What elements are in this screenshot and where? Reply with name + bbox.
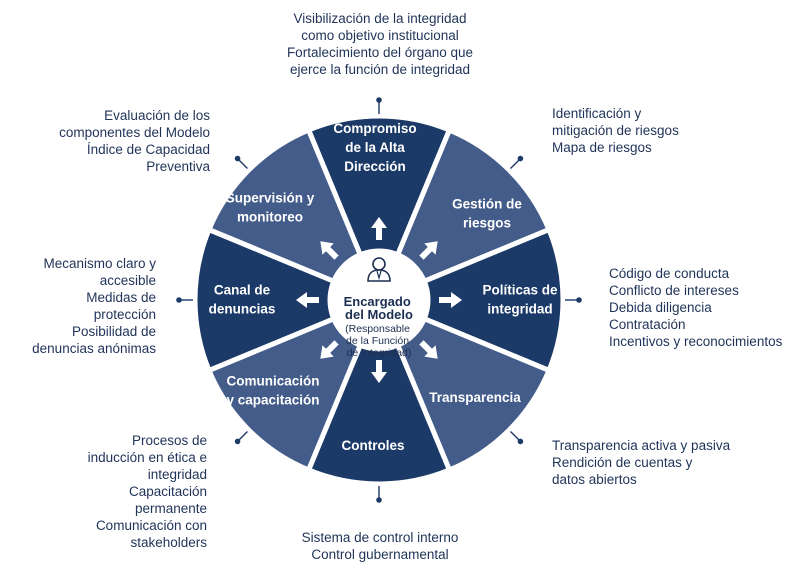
annotation-line: Visibilización de la integridad xyxy=(293,11,467,26)
annotation-line: Medidas de xyxy=(86,290,156,305)
center-circle xyxy=(327,248,431,352)
annotation-line: protección xyxy=(93,307,156,322)
segment-label-supervision: Supervisión y monitoreo xyxy=(226,191,315,225)
annotation-line: Conflicto de intereses xyxy=(609,283,739,298)
segment-label-line: Controles xyxy=(341,438,404,453)
annotation-line: Comunicación con xyxy=(95,518,207,533)
connector-dot-gestion xyxy=(517,155,524,162)
arrow-gestion xyxy=(419,241,438,260)
annotation-line: Debida diligencia xyxy=(609,300,712,315)
segment-label-canal: Canal de denuncias xyxy=(209,283,276,317)
segment-label-line: denuncias xyxy=(209,302,276,317)
center-subtitle-line: de Integridad) xyxy=(347,347,412,359)
segment-label-controles: Controles xyxy=(341,438,404,453)
segment-compromiso xyxy=(305,113,453,307)
arrow-supervision xyxy=(320,241,339,260)
center-title: Encargado del Modelo xyxy=(344,294,415,322)
center-subtitle-line: (Responsable xyxy=(345,323,410,335)
annotation-compromiso: Visibilización de la integridad como obje… xyxy=(200,10,560,78)
annotation-line: accesible xyxy=(99,273,156,288)
annotation-line: denuncias anónimas xyxy=(32,341,156,356)
center-title-line: Encargado xyxy=(344,294,411,309)
connector-dot-supervision xyxy=(234,155,241,162)
center-subtitle-line: de la Función xyxy=(346,335,409,347)
annotation-comunicacion: Procesos de inducción en ética e integrida… xyxy=(88,432,207,551)
annotation-line: permanente xyxy=(134,501,207,516)
segment-label-line: integridad xyxy=(487,302,552,317)
arrow-controles xyxy=(371,360,387,383)
annotation-line: como objetivo institucional xyxy=(301,28,459,43)
segment-label-gestion: Gestión de riesgos xyxy=(452,197,522,231)
segment-politicas xyxy=(372,226,566,374)
arrow-comunicacion xyxy=(320,340,339,359)
segment-label-line: riesgos xyxy=(463,216,511,231)
segment-label-comunicacion: Comunicación y capacitación xyxy=(226,374,319,408)
annotation-line: Rendición de cuentas y xyxy=(552,455,693,470)
connector-dot-politicas xyxy=(576,297,582,303)
segment-label-line: Canal de xyxy=(214,283,271,298)
person-icon xyxy=(367,257,391,282)
annotation-line: Evaluación de los xyxy=(104,108,210,123)
connector-dot-transparencia xyxy=(517,438,524,445)
arrow-transparencia xyxy=(419,340,438,359)
annotation-line: Incentivos y reconocimientos xyxy=(609,334,783,349)
annotation-line: Fortalecimiento del órgano que xyxy=(286,45,474,60)
annotation-line: Sistema de control interno xyxy=(301,530,459,545)
annotation-line: Código de conducta xyxy=(609,266,730,281)
annotation-line: componentes del Modelo xyxy=(59,125,210,140)
annotation-line: Preventiva xyxy=(146,159,210,174)
annotation-line: Índice de Capacidad xyxy=(86,142,210,157)
connector-dot-compromiso xyxy=(376,97,382,103)
annotation-line: inducción en ética e xyxy=(87,450,207,465)
annotation-line: Procesos de xyxy=(131,433,207,448)
segment-label-politicas: Políticas de integridad xyxy=(482,283,558,317)
segment-label-line: y capacitación xyxy=(226,393,319,408)
annotation-line: datos abiertos xyxy=(552,472,637,487)
segment-label-line: monitoreo xyxy=(237,210,303,225)
center-title-line: del Modelo xyxy=(345,307,413,322)
annotation-line: Contratación xyxy=(609,317,686,332)
connector-dot-comunicacion xyxy=(234,438,241,445)
annotation-line: ejerce la función de integridad xyxy=(289,62,471,77)
segment-label-line: Gestión de xyxy=(452,197,522,212)
segment-label-line: de la Alta xyxy=(345,140,405,155)
segment-controles xyxy=(305,293,453,487)
segment-canal xyxy=(192,226,386,374)
center-hub: Encargado del Modelo (Responsable de la … xyxy=(327,248,431,359)
annotation-line: mitigación de riesgos xyxy=(552,123,679,138)
annotation-line: Mecanismo claro y xyxy=(43,256,156,271)
center-subtitle: (Responsable de la Función de Integridad… xyxy=(345,323,413,359)
connector-dot-controles xyxy=(376,497,382,503)
annotation-line: Mapa de riesgos xyxy=(552,140,652,155)
annotation-line: integridad xyxy=(147,467,207,482)
arrow-politicas xyxy=(439,292,462,308)
arrows-layer xyxy=(296,217,462,383)
arrow-canal xyxy=(296,292,319,308)
annotation-line: Control gubernamental xyxy=(311,547,449,562)
annotation-line: Identificación y xyxy=(552,106,642,121)
segment-label-line: Dirección xyxy=(344,159,406,174)
segment-label-line: Compromiso xyxy=(333,121,416,136)
segment-label-line: Supervisión y xyxy=(226,191,315,206)
arrow-compromiso xyxy=(371,217,387,240)
segment-label-line: Comunicación xyxy=(226,374,319,389)
connectors-layer xyxy=(176,97,582,503)
annotation-line: stakeholders xyxy=(130,535,207,550)
segment-label-transparencia: Transparencia xyxy=(429,390,521,405)
annotation-line: Capacitación xyxy=(128,484,207,499)
connector-dot-canal xyxy=(176,297,182,303)
annotation-line: Transparencia activa y pasiva xyxy=(552,438,731,453)
segment-label-line: Políticas de xyxy=(482,283,558,298)
annotation-line: Posibilidad de xyxy=(71,324,156,339)
segment-label-line: Transparencia xyxy=(429,390,521,405)
